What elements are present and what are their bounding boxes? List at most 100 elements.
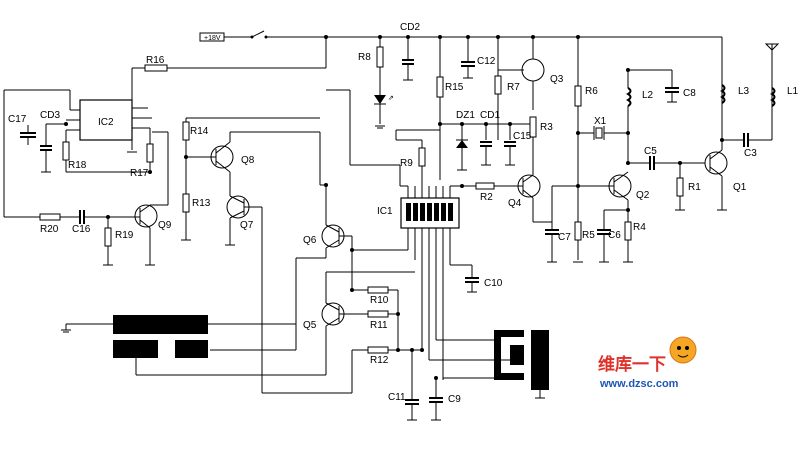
electrode-left-pad	[113, 340, 158, 358]
label-c10: C10	[484, 278, 503, 289]
capacitor-c7: C7	[545, 185, 578, 263]
capacitor-cd3: CD3	[40, 110, 66, 173]
label-x1: X1	[594, 116, 607, 127]
label-r2: R2	[480, 192, 493, 203]
transistor-q6: Q6	[210, 185, 408, 351]
capacitor-c11: C11	[388, 350, 419, 421]
capacitor-cd1: CD1	[480, 110, 500, 166]
label-r9: R9	[400, 158, 413, 169]
resistor-r16: R16	[144, 55, 168, 72]
watermark: 维库一下 www.dzsc.com	[598, 336, 697, 390]
watermark-url: www.dzsc.com	[599, 378, 679, 390]
label-r3: R3	[540, 122, 553, 133]
zener-dz1: DZ1	[456, 110, 475, 171]
resistor-r10: R10	[352, 286, 399, 350]
resistor-r20: R20	[4, 213, 80, 235]
label-r10: R10	[370, 295, 389, 306]
transistor-q7: Q7	[225, 172, 263, 393]
label-c5: C5	[644, 146, 657, 157]
resistor-r15: R15	[436, 37, 464, 180]
capacitor-c12: C12	[461, 37, 496, 79]
label-r19: R19	[115, 230, 134, 241]
label-c11: C11	[388, 392, 406, 403]
transistor-q3: Q3	[497, 37, 564, 110]
left-electrodes	[61, 315, 296, 358]
junction-dots	[64, 35, 724, 380]
antenna: L1	[756, 43, 799, 141]
ic2: IC2	[66, 99, 152, 153]
transistor-q9: Q9	[134, 204, 172, 266]
label-r12: R12	[370, 355, 389, 366]
resistor-r7: R7	[494, 70, 520, 140]
label-cd1: CD1	[480, 110, 500, 121]
label-q7: Q7	[240, 220, 254, 231]
transistor-q5: Q5	[135, 271, 415, 376]
transistor-q8: Q8	[186, 131, 326, 186]
capacitor-cd2: CD2	[400, 22, 420, 81]
transistor-q2: Q2	[578, 171, 650, 201]
label-l2: L2	[642, 90, 654, 101]
inductor-l2: L2	[626, 69, 672, 165]
capacitor-c15: C15	[504, 124, 532, 166]
right-electrodes	[429, 330, 549, 399]
resistor-r17: R17	[100, 128, 154, 179]
label-r15: R15	[445, 82, 464, 93]
resistor-r9: R9	[400, 140, 426, 186]
resistor-r18: R18	[62, 130, 100, 173]
resistor-r5: R5	[573, 221, 595, 263]
capacitor-c3: C3	[722, 133, 757, 159]
watermark-text-cn: 维库一下	[598, 354, 666, 375]
label-c7: C7	[558, 232, 571, 243]
label-q1: Q1	[733, 182, 747, 193]
label-q4: Q4	[508, 198, 522, 209]
label-r7: R7	[507, 82, 520, 93]
label-r14: R14	[190, 126, 209, 137]
electrode-right-pad	[175, 340, 208, 358]
capacitor-c8: C8	[665, 70, 696, 103]
capacitor-c10: C10	[450, 264, 503, 293]
resistor-r14: R14	[182, 118, 209, 240]
transistor-q4: Q4	[508, 174, 552, 223]
label-q9: Q9	[158, 220, 172, 231]
label-c15: C15	[513, 131, 532, 142]
label-r18: R18	[68, 160, 87, 171]
label-r4: R4	[633, 222, 646, 233]
label-q6: Q6	[303, 235, 317, 246]
label-r5: R5	[582, 230, 595, 241]
capacitor-c17: C17	[3, 89, 71, 217]
transistor-q1: Q1	[704, 149, 747, 211]
label-l1: L1	[787, 86, 799, 97]
resistor-r13: R13	[181, 193, 211, 241]
label-q3: Q3	[550, 74, 564, 85]
label-r6: R6	[585, 86, 598, 97]
label-r13: R13	[192, 198, 211, 209]
ic1: IC1	[377, 185, 462, 380]
label-c3: C3	[744, 148, 757, 159]
label-c6: C6	[608, 230, 621, 241]
label-r11: R11	[370, 320, 388, 331]
svg-text:⇗: ⇗	[388, 95, 394, 102]
electrode-top-pad	[113, 315, 208, 334]
resistor-r3: R3	[529, 116, 553, 175]
capacitor-c6: C6	[597, 209, 628, 263]
capacitor-c9: C9	[429, 378, 461, 421]
label-r16: R16	[146, 55, 165, 66]
capacitor-c5: C5	[628, 146, 705, 170]
resistor-r2: R2	[462, 182, 523, 203]
label-ic2: IC2	[98, 117, 114, 128]
inductor-l3: L3	[720, 84, 750, 104]
supply-rail: +18V	[131, 30, 723, 150]
supply-label: +18V	[204, 35, 221, 42]
label-r8: R8	[358, 52, 371, 63]
label-c16: C16	[72, 224, 91, 235]
label-q2: Q2	[636, 190, 650, 201]
crystal-x1: X1	[578, 116, 628, 140]
label-c12: C12	[477, 56, 496, 67]
label-c17: C17	[8, 114, 27, 125]
label-c8: C8	[683, 88, 696, 99]
resistor-r11: R11	[366, 310, 398, 331]
label-ic1: IC1	[377, 206, 393, 217]
label-l3: L3	[738, 86, 750, 97]
label-c9: C9	[448, 394, 461, 405]
